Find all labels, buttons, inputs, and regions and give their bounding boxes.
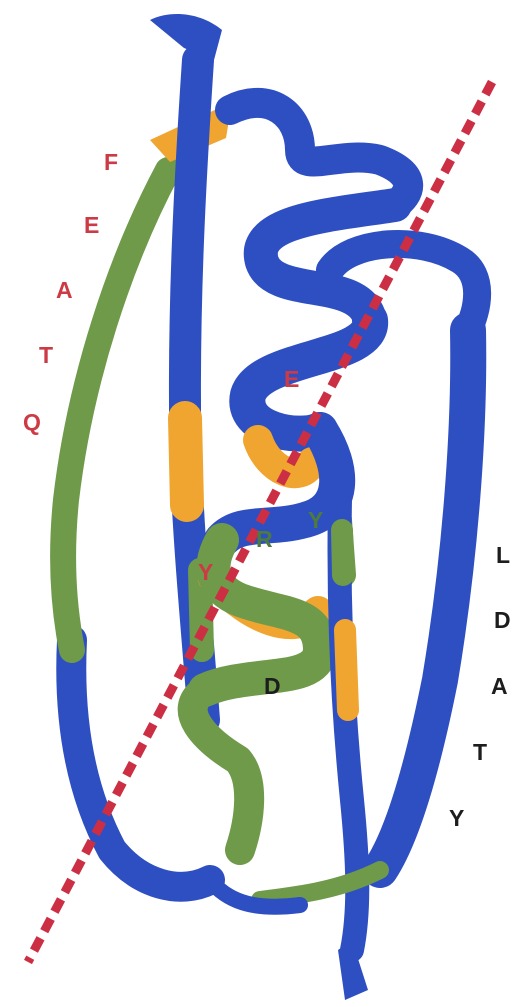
right-label-2: D [494,607,511,633]
right-inner-strand-orange-band [345,630,348,710]
helix-label-y-lower: Y [198,559,213,585]
right-label-4: T [473,739,487,765]
right-label-1: L [496,542,510,568]
left-label-1: F [104,149,118,175]
left-label-2: E [84,212,99,238]
alpha-helix [193,205,395,850]
helix-green-turn-5 [193,690,250,850]
helix-label-r: R [256,526,273,552]
central-strand-orange-band [185,418,187,505]
right-label-5: Y [449,805,464,831]
left-strand-green-upper [63,170,168,650]
right-label-3: A [491,673,508,699]
left-label-4: T [39,342,53,368]
right-inner-strand-green-band [342,530,343,575]
top-loop [230,103,408,205]
left-label-5: Q [23,409,41,435]
helix-green-turn-4 [205,540,320,690]
top-loop-ribbon [230,103,408,205]
right-outer-strand-body [380,330,468,870]
helix-label-d: D [264,673,281,699]
helix-label-y-upper: Y [308,507,323,533]
left-label-3: A [56,277,73,303]
right-inner-strand [338,500,368,1000]
helix-label-e: E [284,366,299,392]
